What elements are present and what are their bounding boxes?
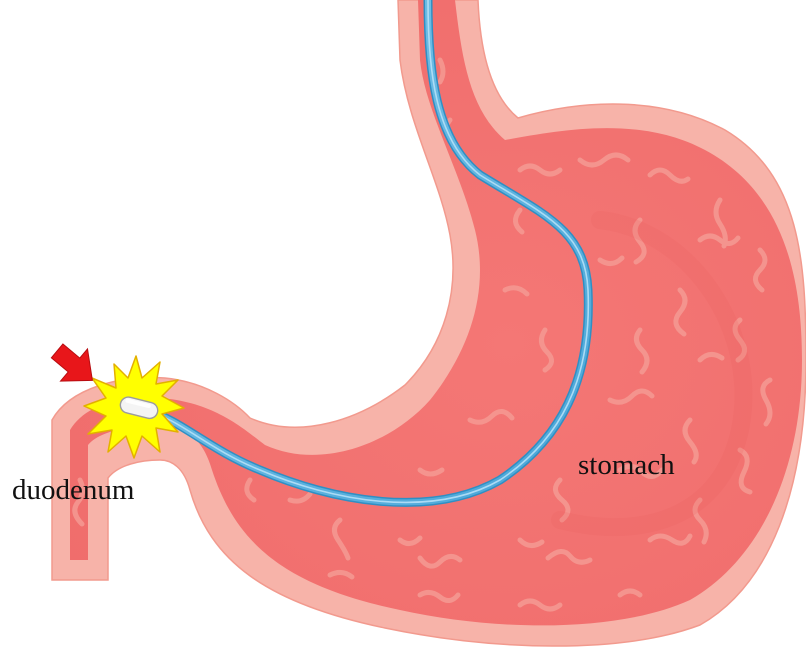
stomach-label: stomach: [578, 451, 675, 480]
duodenum-label: duodenum: [12, 476, 134, 505]
